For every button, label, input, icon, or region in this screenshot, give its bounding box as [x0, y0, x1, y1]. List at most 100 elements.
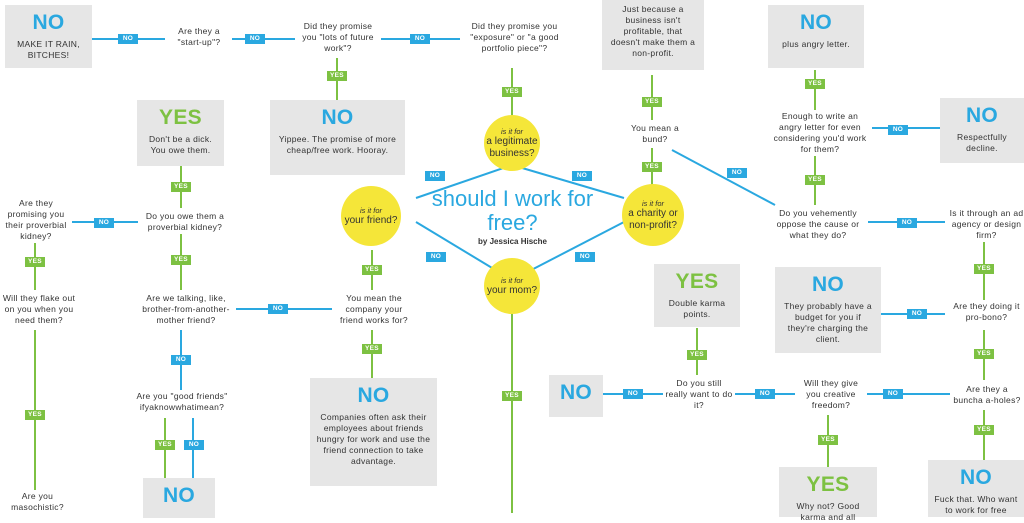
box-text: Why not? Good karma and all	[796, 501, 860, 522]
no-tag: NO	[888, 125, 908, 135]
no-tag: NO	[572, 171, 592, 181]
question-pro-bono: Are they doing it pro-bono?	[945, 300, 1024, 324]
question-future-work: Did they promise you "lots of future wor…	[295, 20, 381, 55]
yes-tag: YES	[171, 182, 191, 192]
box-companies: NO Companies often ask their employees a…	[310, 378, 437, 486]
box-text: Just because a business isn't profitable…	[610, 4, 696, 58]
no-tag: NO	[883, 389, 903, 399]
circle-small: is it for	[359, 205, 383, 215]
no-tag: NO	[755, 389, 775, 399]
box-heading: NO	[965, 104, 999, 127]
question-promising-kidney: Are they promising you their proverbial …	[0, 197, 72, 243]
circle-small: is it for	[500, 275, 524, 285]
yes-tag: YES	[805, 79, 825, 89]
box-still-want-no: NO	[549, 375, 603, 417]
yes-tag: YES	[642, 97, 662, 107]
question-start-up: Are they a "start-up"?	[166, 25, 232, 49]
box-make-it-rain: NO MAKE IT RAIN, BITCHES!	[5, 5, 92, 68]
question-a-holes: Are they a buncha a-holes?	[950, 383, 1024, 407]
no-tag: NO	[727, 168, 747, 178]
yes-tag: YES	[502, 391, 522, 401]
circle-large: your mom?	[486, 284, 537, 296]
no-tag: NO	[118, 34, 138, 44]
no-tag: NO	[425, 171, 445, 181]
circle-small: is it for	[641, 198, 665, 208]
box-dont-be-a-dick: YES Don't be a dick. You owe them.	[137, 100, 224, 166]
box-text: Fuck that. Who want to work for free	[934, 494, 1018, 515]
no-tag: NO	[575, 252, 595, 262]
box-heading: NO	[162, 484, 196, 507]
no-tag: NO	[623, 389, 643, 399]
yes-tag: YES	[155, 440, 175, 450]
yes-tag: YES	[327, 71, 347, 81]
question-brother: Are we talking, like, brother-from-anoth…	[136, 292, 236, 327]
question-exposure: Did they promise you "exposure" or "a go…	[460, 20, 569, 55]
no-tag: NO	[897, 218, 917, 228]
yes-tag: YES	[171, 255, 191, 265]
no-tag: NO	[426, 252, 446, 262]
question-masochistic: Are you masochistic?	[8, 490, 67, 514]
circle-small: is it for	[500, 126, 524, 136]
no-tag: NO	[907, 309, 927, 319]
question-mean-bund: You mean a bund?	[625, 122, 685, 146]
box-text: They probably have a budget for you if t…	[784, 301, 872, 344]
box-text: MAKE IT RAIN, BITCHES!	[17, 39, 80, 60]
box-respectfully-decline: NO Respectfully decline.	[940, 98, 1024, 163]
question-flake: Will they flake out on you when you need…	[0, 292, 78, 327]
question-ad-agency: Is it through an ad agency or design fir…	[945, 207, 1024, 242]
box-heading: YES	[806, 473, 850, 496]
yes-tag: YES	[362, 344, 382, 354]
box-text: Respectfully decline.	[957, 132, 1007, 153]
question-owe-kidney: Do you owe them a proverbial kidney?	[138, 210, 232, 234]
no-tag: NO	[184, 440, 204, 450]
byline: by Jessica Hische	[478, 237, 547, 246]
box-angry-letter: NO plus angry letter.	[768, 5, 864, 68]
yes-tag: YES	[25, 410, 45, 420]
box-heading: YES	[675, 270, 719, 293]
yes-tag: YES	[974, 264, 994, 274]
box-heading: NO	[32, 11, 65, 34]
box-text: Don't be a dick. You owe them.	[148, 134, 213, 155]
question-still-want: Do you still really want to do it?	[663, 377, 735, 412]
box-budget: NO They probably have a budget for you i…	[775, 267, 881, 353]
box-heading: NO	[959, 466, 993, 489]
yes-tag: YES	[818, 435, 838, 445]
yes-tag: YES	[974, 425, 994, 435]
box-text: Companies often ask their employees abou…	[316, 412, 431, 466]
box-heading: YES	[159, 106, 202, 129]
box-text: plus angry letter.	[782, 39, 850, 49]
circle-large: a charity or non-profit?	[628, 207, 678, 231]
circle-charity: is it for a charity or non-profit?	[622, 184, 684, 246]
yes-tag: YES	[805, 175, 825, 185]
yes-tag: YES	[974, 349, 994, 359]
circle-large: a legitimate business?	[486, 135, 538, 159]
no-tag: NO	[245, 34, 265, 44]
box-heading: NO	[357, 384, 390, 407]
page-title: should I work for free?	[431, 186, 594, 235]
yes-tag: YES	[642, 162, 662, 172]
box-heading: NO	[811, 273, 845, 296]
box-heading: NO	[559, 381, 593, 404]
no-tag: NO	[410, 34, 430, 44]
yes-tag: YES	[362, 265, 382, 275]
circle-your-friend: is it for your friend?	[341, 186, 401, 246]
yes-tag: YES	[687, 350, 707, 360]
yes-tag: YES	[502, 87, 522, 97]
yes-tag: YES	[25, 257, 45, 267]
box-text: Double karma points.	[668, 298, 726, 319]
question-company: You mean the company your friend works f…	[332, 292, 416, 327]
no-tag: NO	[171, 355, 191, 365]
box-yippee: NO Yippee. The promise of more cheap/fre…	[270, 100, 405, 175]
circle-your-mom: is it for your mom?	[484, 258, 540, 314]
box-why-not: YES Why not? Good karma and all	[779, 467, 877, 522]
circle-legitimate-business: is it for a legitimate business?	[484, 115, 540, 171]
box-double-karma: YES Double karma points.	[654, 264, 740, 327]
no-tag: NO	[268, 304, 288, 314]
box-good-friends-no: NO	[143, 478, 215, 518]
box-text: Yippee. The promise of more cheap/free w…	[278, 134, 397, 155]
question-good-friends: Are you "good friends" ifyaknowwhatimean…	[128, 390, 236, 414]
box-fuck-that: NO Fuck that. Who want to work for free	[928, 460, 1024, 517]
question-angry-letter: Enough to write an angry letter for even…	[768, 110, 872, 156]
box-non-profit-note: Just because a business isn't profitable…	[602, 0, 704, 70]
